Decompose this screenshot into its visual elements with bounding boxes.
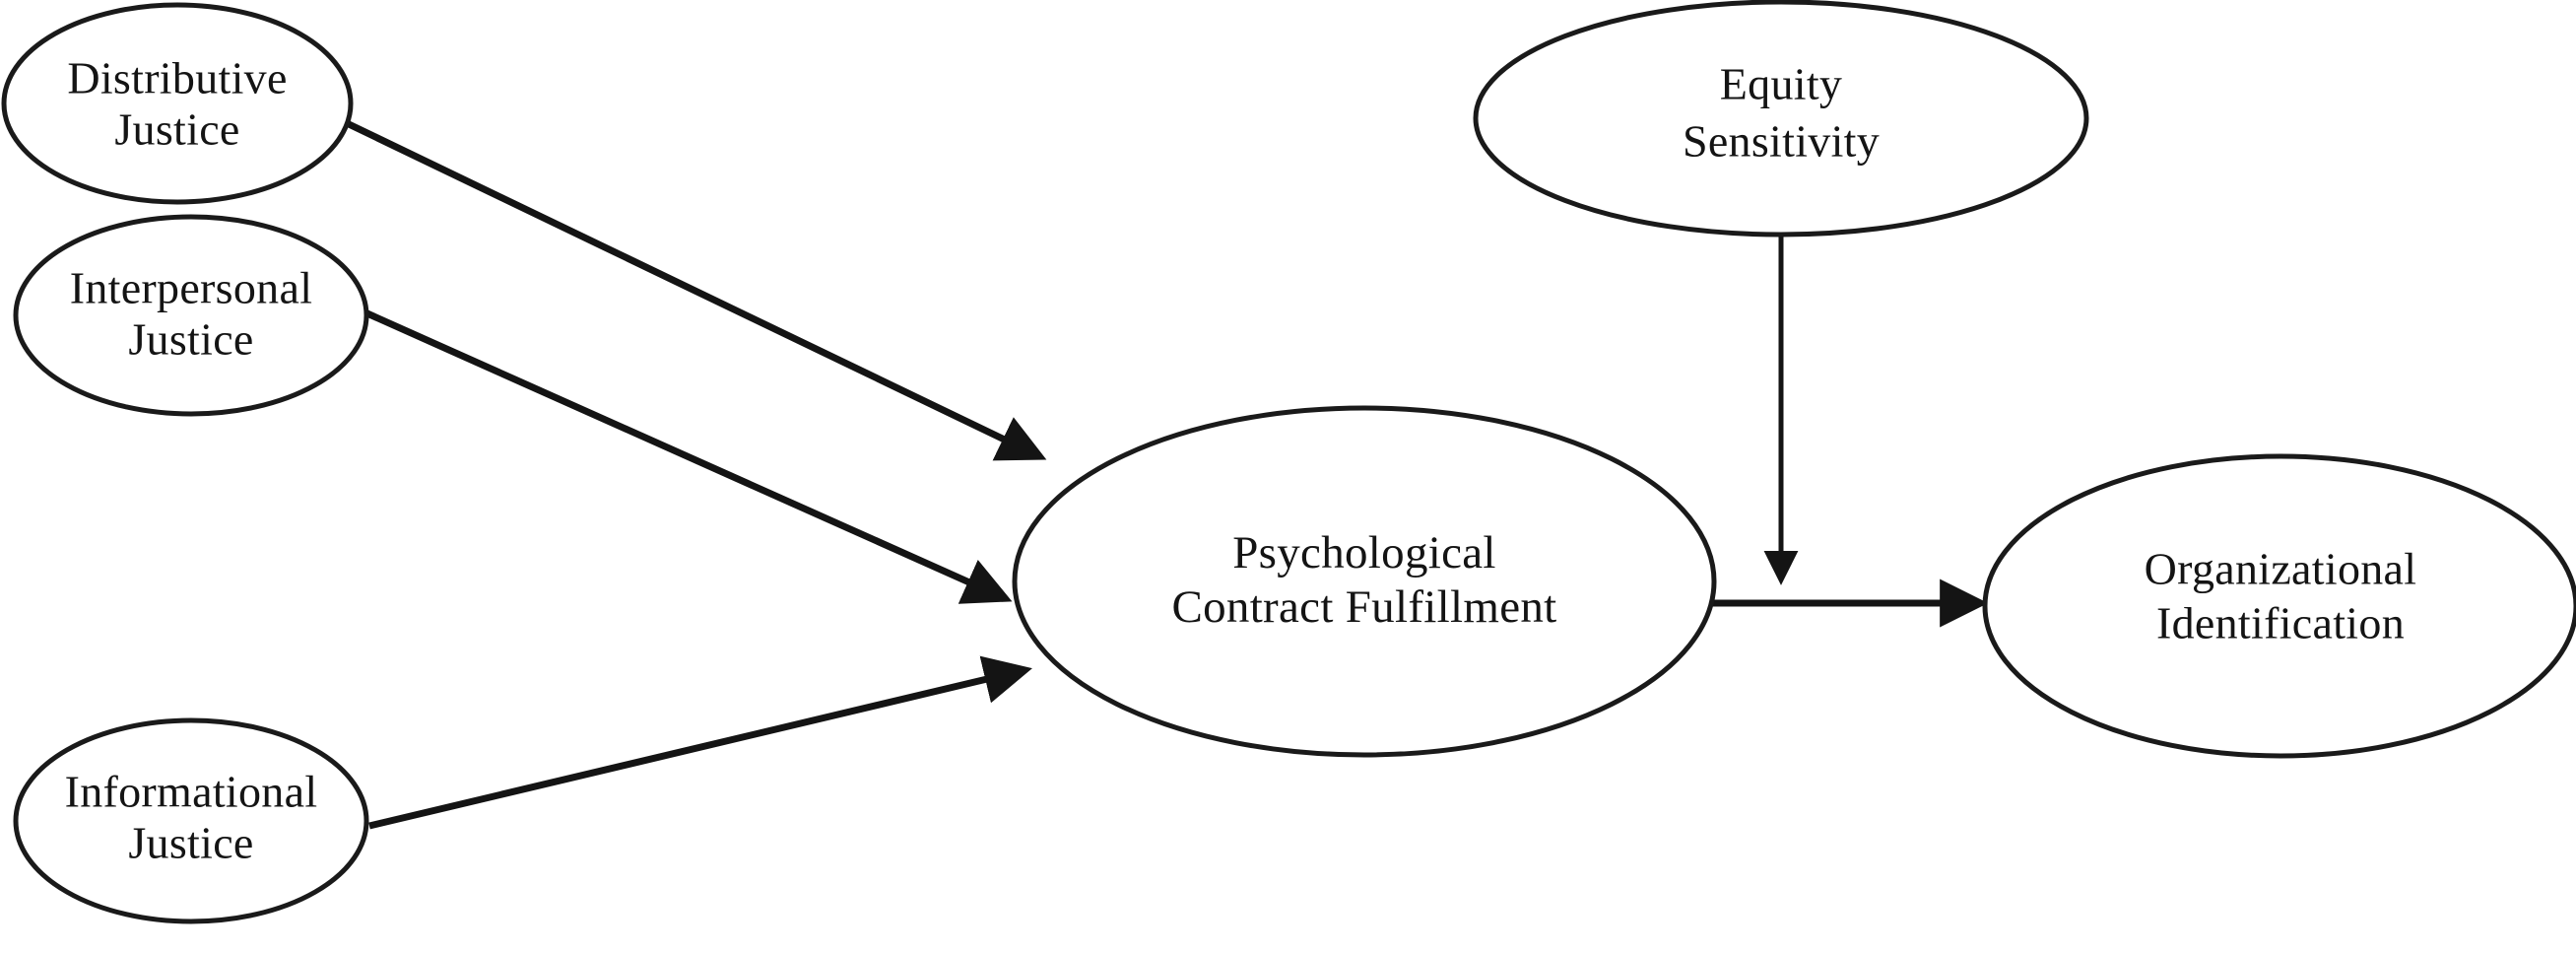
node-interpersonal-justice[interactable]: Interpersonal Justice (13, 214, 369, 417)
interpersonal-justice-ellipse (13, 214, 369, 417)
informational-justice-label-line2: Justice (128, 818, 253, 868)
node-informational-justice[interactable]: Informational Justice (13, 717, 369, 924)
psychological-contract-fulfillment-ellipse (1012, 405, 1717, 758)
distributive-justice-label-line2: Justice (114, 104, 239, 155)
edge-informational-justice-to-pcf (368, 655, 1032, 830)
organizational-identification-label-line2: Identification (2156, 598, 2405, 648)
psychological-contract-fulfillment-label-line2: Contract Fulfillment (1171, 581, 1556, 633)
node-organizational-identification[interactable]: Organizational Identification (1982, 453, 2576, 759)
edge-distributive-justice-to-pcf (345, 119, 1047, 461)
distributive-justice-ellipse (1, 2, 354, 205)
informational-justice-ellipse (13, 717, 369, 924)
node-equity-sensitivity[interactable]: Equity Sensitivity (1473, 0, 2089, 238)
interpersonal-justice-label-line1: Interpersonal (70, 263, 313, 313)
interpersonal-justice-label-line2: Justice (128, 314, 253, 365)
organizational-identification-label-line1: Organizational (2145, 544, 2417, 594)
node-psychological-contract-fulfillment[interactable]: Psychological Contract Fulfillment (1012, 405, 1717, 758)
organizational-identification-ellipse (1982, 453, 2576, 759)
equity-sensitivity-ellipse (1473, 0, 2089, 238)
distributive-justice-label-line1: Distributive (67, 53, 287, 103)
psychological-contract-fulfillment-label-line1: Psychological (1232, 527, 1496, 579)
node-distributive-justice[interactable]: Distributive Justice (1, 2, 354, 205)
equity-sensitivity-label-line1: Equity (1720, 59, 1842, 109)
equity-sensitivity-label-line2: Sensitivity (1683, 116, 1880, 167)
edge-interpersonal-justice-to-pcf (359, 306, 1013, 604)
informational-justice-label-line1: Informational (65, 767, 318, 817)
